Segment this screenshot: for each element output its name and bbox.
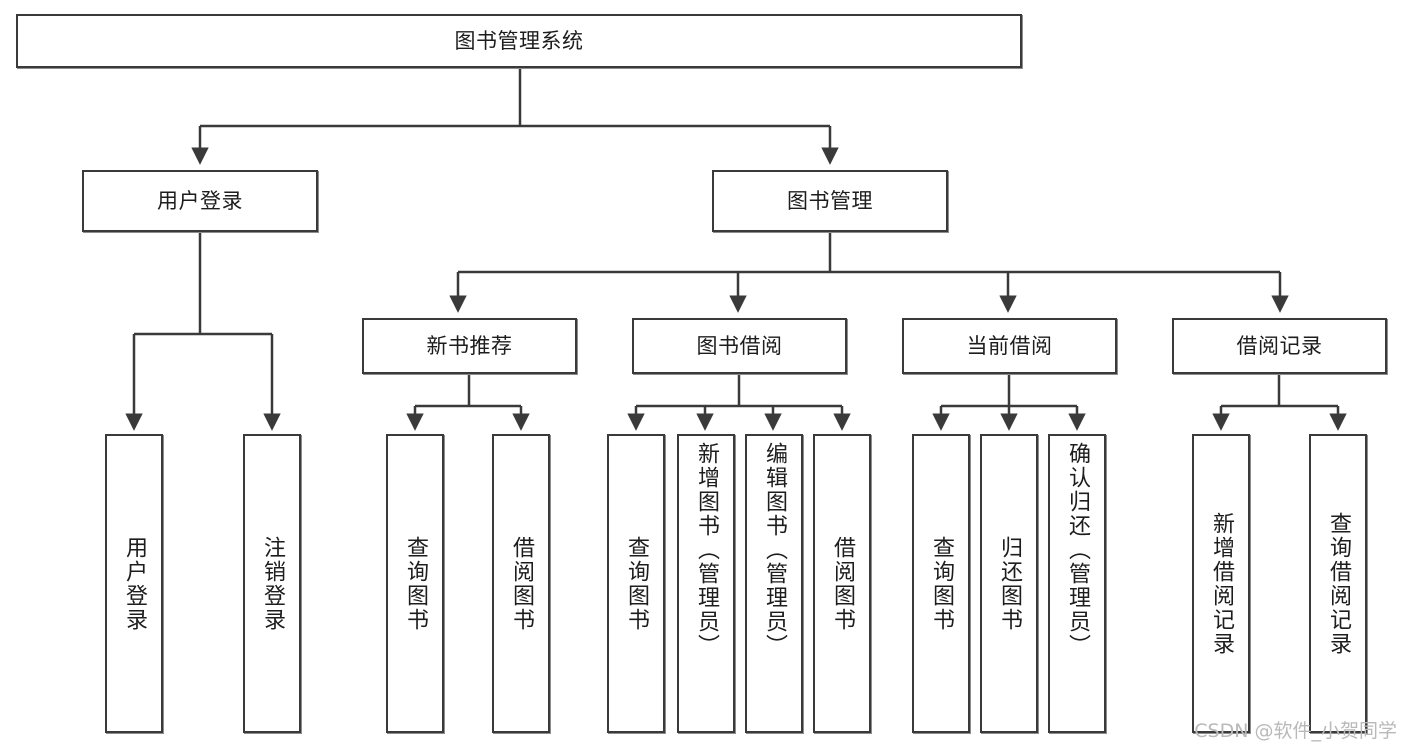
- node-leaf-query-book-1[interactable]: 查询图书: [386, 434, 444, 733]
- node-leaf-query-book-3-label: 查询图书: [929, 535, 954, 632]
- node-leaf-query-record-label: 查询借阅记录: [1326, 511, 1351, 656]
- node-leaf-edit-book-label: 编辑图书（管理员）: [762, 442, 787, 658]
- node-borrow-record[interactable]: 借阅记录: [1172, 318, 1387, 374]
- node-root-label: 图书管理系统: [454, 28, 584, 53]
- node-borrow-record-label: 借阅记录: [1236, 333, 1323, 358]
- node-leaf-user-logout-label: 注销登录: [260, 535, 285, 632]
- node-leaf-user-login[interactable]: 用户登录: [105, 434, 163, 733]
- node-leaf-add-book-label: 新增图书（管理员）: [694, 442, 719, 658]
- node-leaf-query-book-1-label: 查询图书: [403, 535, 428, 632]
- node-book-borrow-label: 图书借阅: [696, 333, 783, 358]
- node-user-login-label: 用户登录: [157, 188, 243, 213]
- node-new-book-recommend[interactable]: 新书推荐: [362, 318, 577, 374]
- node-leaf-add-record-label: 新增借阅记录: [1209, 511, 1234, 656]
- node-leaf-add-book[interactable]: 新增图书（管理员）: [677, 434, 735, 733]
- node-book-manage-label: 图书管理: [787, 188, 873, 213]
- node-leaf-borrow-book-2[interactable]: 借阅图书: [813, 434, 871, 733]
- node-leaf-return-book[interactable]: 归还图书: [980, 434, 1038, 733]
- node-user-login[interactable]: 用户登录: [82, 170, 318, 232]
- node-leaf-confirm-return-label: 确认归还（管理员）: [1065, 442, 1090, 658]
- node-root[interactable]: 图书管理系统: [16, 14, 1022, 68]
- node-leaf-return-book-label: 归还图书: [997, 535, 1022, 632]
- node-leaf-user-login-label: 用户登录: [122, 535, 147, 632]
- node-leaf-add-record[interactable]: 新增借阅记录: [1192, 434, 1250, 733]
- node-leaf-user-logout[interactable]: 注销登录: [243, 434, 301, 733]
- node-leaf-query-record[interactable]: 查询借阅记录: [1309, 434, 1367, 733]
- node-book-borrow[interactable]: 图书借阅: [632, 318, 847, 374]
- node-leaf-edit-book[interactable]: 编辑图书（管理员）: [745, 434, 803, 733]
- node-leaf-borrow-book-1[interactable]: 借阅图书: [492, 434, 550, 733]
- node-leaf-query-book-2[interactable]: 查询图书: [607, 434, 665, 733]
- csdn-watermark: CSDN @软件_小贺同学: [1194, 720, 1397, 742]
- node-leaf-query-book-3[interactable]: 查询图书: [912, 434, 970, 733]
- node-leaf-borrow-book-1-label: 借阅图书: [509, 535, 534, 632]
- node-book-manage[interactable]: 图书管理: [712, 170, 948, 232]
- node-leaf-borrow-book-2-label: 借阅图书: [830, 535, 855, 632]
- node-leaf-query-book-2-label: 查询图书: [624, 535, 649, 632]
- node-current-borrow[interactable]: 当前借阅: [902, 318, 1117, 374]
- node-current-borrow-label: 当前借阅: [966, 333, 1053, 358]
- node-new-book-recommend-label: 新书推荐: [426, 333, 513, 358]
- node-leaf-confirm-return[interactable]: 确认归还（管理员）: [1048, 434, 1106, 733]
